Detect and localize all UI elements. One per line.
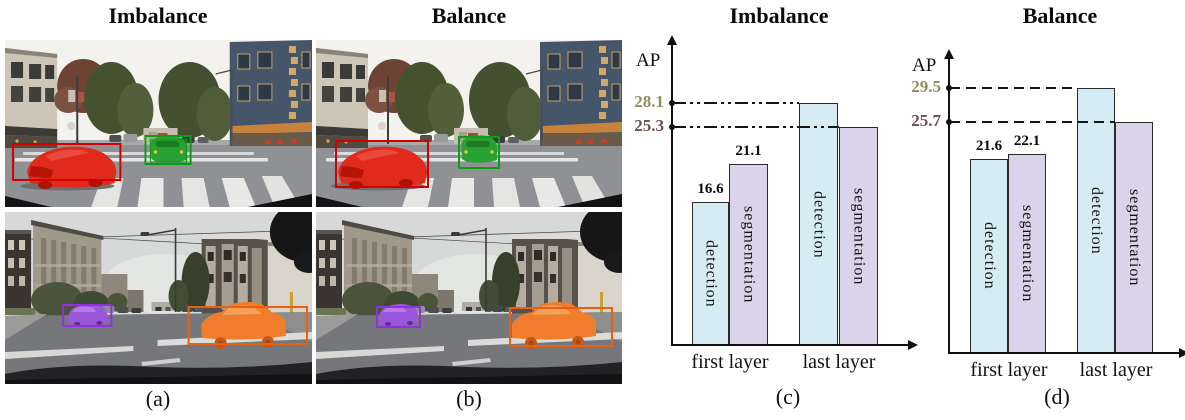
y-axis-arrow — [667, 35, 677, 45]
x-tick-first-layer: first layer — [970, 359, 1048, 381]
axis-mark-label: 29.5 — [911, 76, 941, 96]
bar-value-label: 21.6 — [975, 137, 1003, 154]
guide-line — [673, 102, 799, 105]
bar-series-label: segmentation — [740, 206, 758, 304]
x-tick-last-layer: last layer — [1079, 359, 1153, 381]
green-car-bbox-inner — [149, 139, 188, 163]
x-axis-arrow — [908, 340, 918, 350]
axis-mark-label: 25.7 — [911, 110, 941, 130]
green-car-bbox — [144, 135, 192, 165]
bar-series-label: segmentation — [850, 188, 868, 286]
panel-b-title: Balance — [431, 3, 507, 28]
chart-caption: (c) — [775, 384, 801, 409]
bar-value-label: 21.1 — [735, 142, 762, 159]
guide-line — [950, 120, 1115, 123]
photo-imbalance-street — [5, 212, 312, 384]
photo-balance-street — [316, 212, 622, 384]
bar-value-label: 16.6 — [697, 181, 724, 198]
bar-series-label: detection — [981, 222, 998, 291]
chart-title: Balance — [1022, 3, 1098, 28]
green-car-bbox — [458, 136, 500, 169]
guide-line — [673, 126, 839, 129]
bar-detection-first-layer: detection — [692, 202, 729, 346]
bar-segmentation-last-layer: segmentation — [839, 127, 878, 346]
red-car-bbox — [12, 143, 122, 181]
bar-segmentation-first-layer: segmentation — [729, 163, 768, 346]
axis-mark-label: 28.1 — [634, 92, 664, 112]
bar-value-label: 22.1 — [1013, 133, 1041, 150]
bar-series-label: segmentation — [1019, 205, 1036, 303]
y-axis — [671, 44, 673, 346]
bar-segmentation-first-layer: segmentation — [1008, 154, 1046, 354]
x-axis — [671, 344, 909, 346]
photo-imbalance-intersection — [5, 40, 312, 207]
x-axis-arrow — [1179, 348, 1185, 358]
y-axis — [948, 58, 950, 354]
bar-series-label: detection — [810, 190, 828, 259]
guide-line — [950, 86, 1077, 89]
y-axis-arrow — [944, 49, 954, 59]
caption-a: (a) — [145, 386, 171, 411]
x-tick-first-layer: first layer — [691, 351, 769, 373]
y-axis-label: AP — [636, 50, 661, 71]
orange-car-bbox — [509, 307, 613, 347]
purple-car-bbox — [62, 304, 113, 327]
y-axis-label: AP — [912, 55, 937, 76]
panel-a-title: Imbalance — [108, 3, 208, 28]
bar-detection-last-layer: detection — [1077, 87, 1115, 354]
chart-title: Imbalance — [729, 3, 829, 28]
purple-car-bbox — [376, 306, 421, 328]
x-tick-last-layer: last layer — [802, 351, 876, 373]
bar-detection-first-layer: detection — [970, 158, 1008, 354]
orange-car-bbox — [187, 306, 308, 345]
chart-caption: (d) — [1044, 384, 1070, 409]
bar-series-label: detection — [702, 240, 720, 308]
x-axis — [948, 352, 1180, 354]
caption-b: (b) — [456, 386, 482, 411]
bar-series-label: segmentation — [1126, 189, 1143, 287]
photo-balance-intersection — [316, 40, 622, 207]
axis-mark-label: 25.3 — [634, 116, 664, 136]
bar-series-label: detection — [1088, 186, 1105, 255]
bar-segmentation-last-layer: segmentation — [1115, 121, 1153, 354]
red-car-bbox — [335, 140, 429, 188]
bar-detection-last-layer: detection — [799, 103, 838, 346]
